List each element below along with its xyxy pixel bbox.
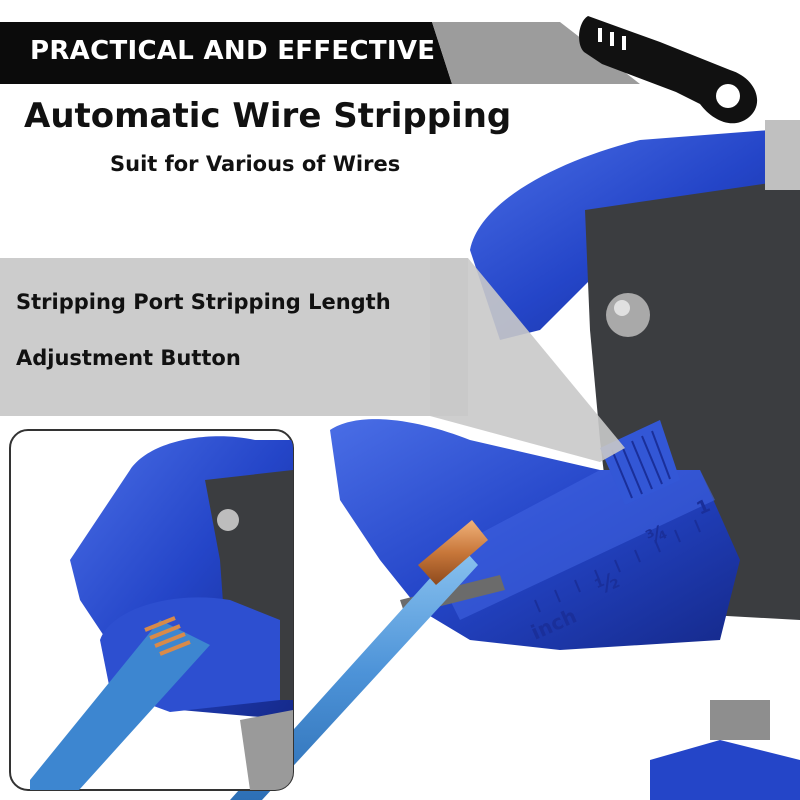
- banner-background: [0, 22, 452, 84]
- callout-line-2: Adjustment Button: [16, 346, 241, 370]
- wire-stripper-tool-icon: [579, 16, 758, 124]
- banner-heading: PRACTICAL AND EFFECTIVE: [30, 36, 436, 66]
- screw-head: [606, 293, 650, 337]
- inset-flat-wire: [30, 620, 210, 790]
- banner-accent-stripe: [432, 22, 640, 84]
- inset-copper-strands: [144, 616, 191, 656]
- stripping-length-adjustment-button: [600, 420, 680, 505]
- adjust-knob: [765, 120, 800, 190]
- page-title: Automatic Wire Stripping: [24, 96, 512, 136]
- main-wire-copper: [418, 520, 488, 585]
- length-scale-ticks: [534, 519, 701, 613]
- page-subtitle: Suit for Various of Wires: [110, 152, 401, 176]
- callout-band: [0, 258, 625, 462]
- callout-line-1: Stripping Port Stripping Length: [16, 290, 391, 314]
- inset-panel: [9, 429, 294, 791]
- main-tool: inch ½ ¾ 1: [230, 120, 800, 800]
